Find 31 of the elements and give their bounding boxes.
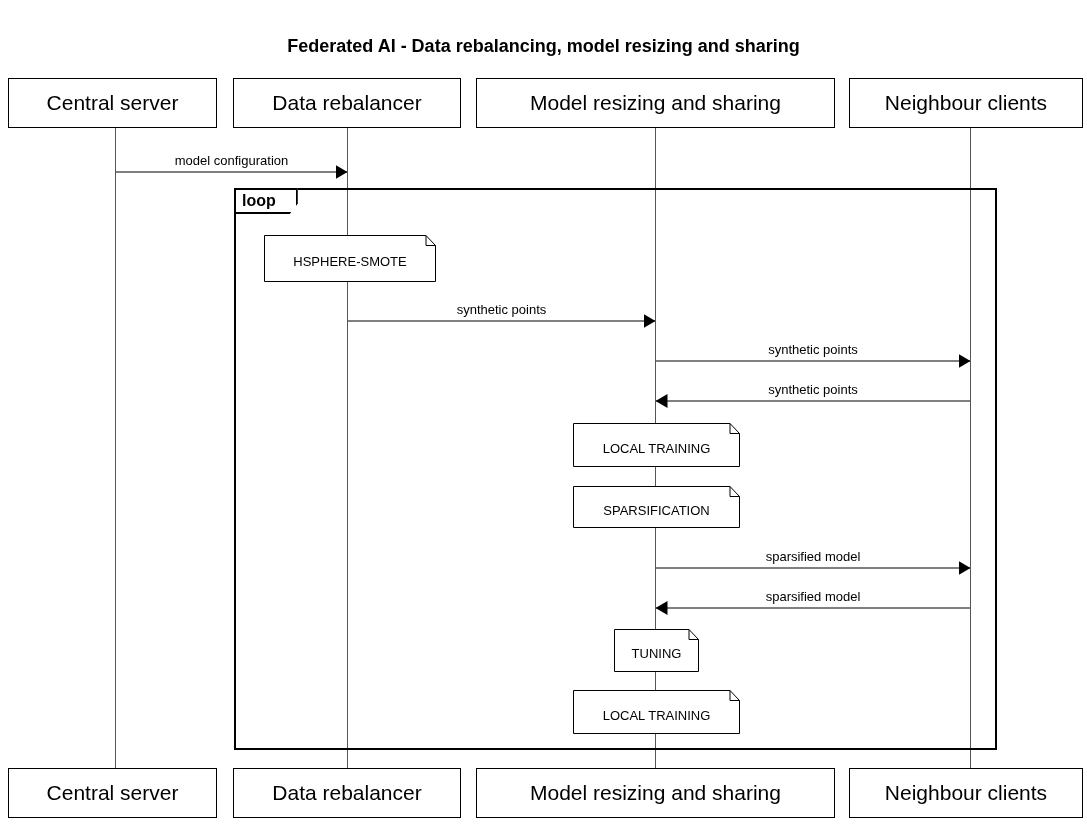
message-arrow	[655, 561, 971, 575]
participant-box: Central server	[8, 78, 217, 128]
message-arrow	[115, 165, 348, 179]
participant-box: Model resizing and sharing	[476, 78, 835, 128]
note-text: LOCAL TRAINING	[602, 707, 711, 723]
edge-label: sparsified model	[765, 549, 861, 564]
participant-box: Central server	[8, 768, 217, 818]
participant-box: Data rebalancer	[233, 768, 461, 818]
lifeline	[347, 128, 348, 768]
note-text: LOCAL TRAINING	[602, 440, 711, 456]
lifeline	[970, 128, 971, 768]
message-arrow	[655, 394, 971, 408]
note-text: SPARSIFICATION	[603, 502, 710, 518]
edge-label: synthetic points	[456, 302, 547, 317]
edge-label: sparsified model	[765, 589, 861, 604]
diagram-title: Federated AI - Data rebalancing, model resizing and sharing	[286, 36, 801, 57]
lifeline	[115, 128, 116, 768]
participant-box: Data rebalancer	[233, 78, 461, 128]
edge-label: synthetic points	[768, 382, 858, 397]
participant-box: Neighbour clients	[849, 78, 1083, 128]
message-arrow	[655, 354, 971, 368]
edge-label: model configuration	[174, 153, 289, 168]
note-text: HSPHERE-SMOTE	[293, 254, 407, 269]
loop-frame	[234, 188, 997, 750]
participant-box: Neighbour clients	[849, 768, 1083, 818]
note-text: TUNING	[631, 646, 682, 661]
edge-label: synthetic points	[768, 342, 858, 357]
message-arrow	[655, 601, 971, 615]
message-arrow	[347, 314, 656, 328]
participant-box: Model resizing and sharing	[476, 768, 835, 818]
frame-tab: loop	[234, 188, 298, 214]
